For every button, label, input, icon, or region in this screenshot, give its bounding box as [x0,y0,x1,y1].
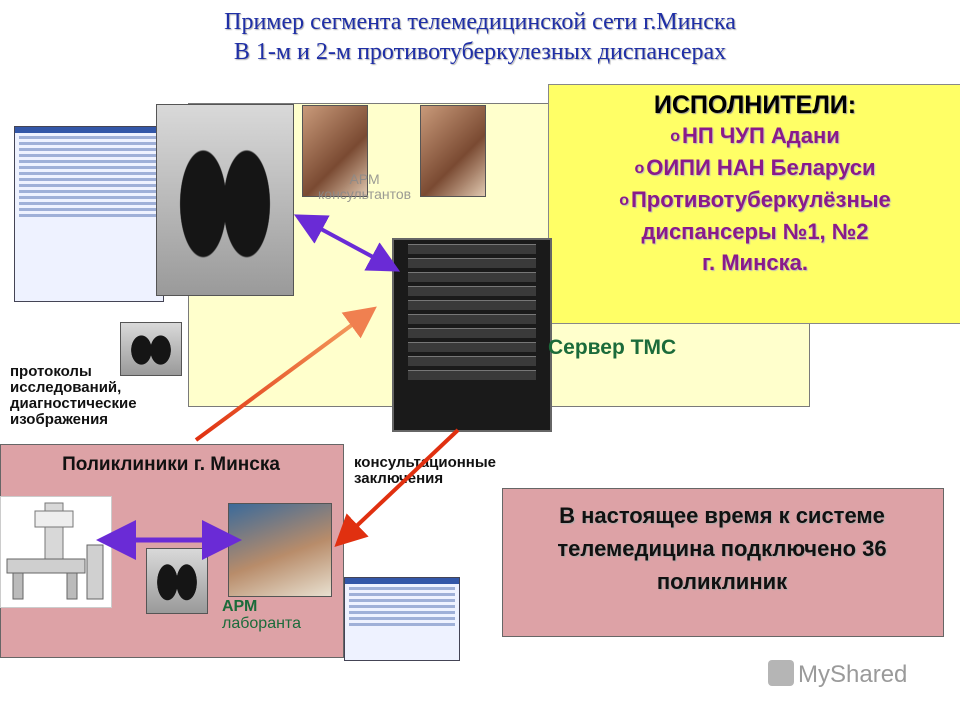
xray-thumb [120,322,182,376]
contractor-item: oОИПИ НАН Беларуси [634,155,876,180]
server-to-lab-arrow [334,428,460,547]
info-text: В настоящее время к системе телемедицина… [557,503,887,594]
consultant-photo-1 [302,105,368,197]
contractor-item: oПротивотуберкулёзные [619,187,891,212]
arm-lab-label: АРМ лаборанта [222,598,301,632]
protocols-label: протоколы исследований, диагностические … [10,363,137,428]
page-title: Пример сегмента телемедицинской сети г.М… [224,9,736,35]
consultant-server-arrow [293,214,401,272]
watermark-icon [768,660,794,686]
server-label: Сервер ТМС [548,336,677,359]
result-screenshot [344,577,460,661]
watermark-logo: MyShared [768,660,907,689]
contractors-box: ИСПОЛНИТЕЛИ: oНП ЧУП Адани oОИПИ НАН Бел… [548,84,960,324]
contractor-item-cont: диспансеры №1, №2 [641,219,869,244]
info-box [502,488,944,637]
arm-consultants-label: АРМ консультантов [318,171,412,202]
contractor-item-cont: г. Минска. [702,250,808,275]
clinic-to-server-arrow [194,306,377,442]
server-rack-image [392,238,552,432]
contractors-heading: ИСПОЛНИТЕЛИ: [653,91,857,119]
consultant-photo-2 [420,105,486,197]
contractor-item: oНП ЧУП Адани [670,123,840,148]
lab-technician-photo [228,503,332,597]
clinics-title: Поликлиники г. Минска [62,454,280,475]
page-subtitle: В 1-м и 2-м противотуберкулезных диспанс… [233,39,727,65]
chest-xray-large [156,104,294,296]
